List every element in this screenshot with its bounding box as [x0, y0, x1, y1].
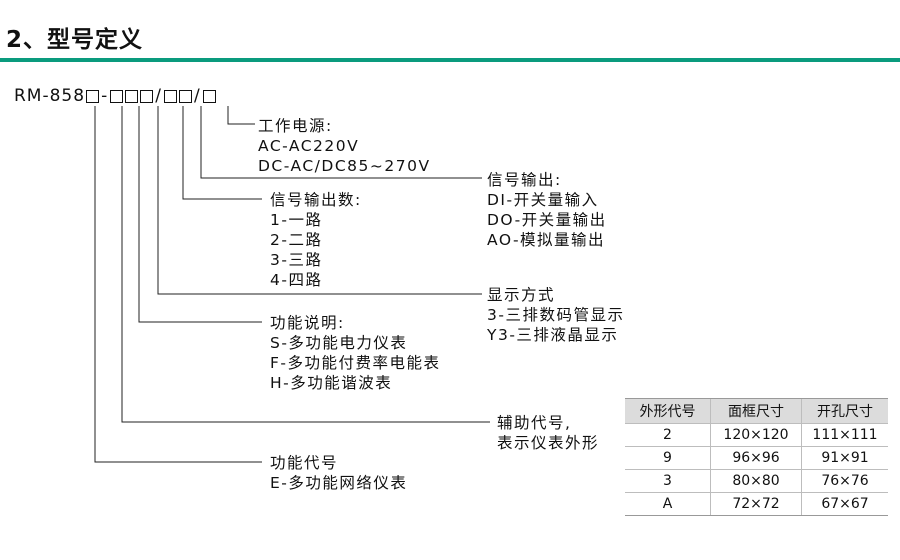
table-cell: 96×96: [710, 446, 802, 470]
signal-output-item-do: DO-开关量输出: [487, 211, 607, 229]
power-title: 工作电源:: [258, 117, 333, 135]
signal-output-item-di: DI-开关量输入: [487, 191, 599, 209]
signal-count-title: 信号输出数:: [270, 191, 362, 209]
leader-aux-code: [121, 106, 490, 423]
signal-count-item-2: 2-二路: [270, 231, 323, 249]
aux-code-title: 辅助代号,: [497, 414, 572, 432]
table-cell: 67×67: [801, 492, 888, 516]
display-title: 显示方式: [487, 286, 556, 304]
power-item-ac: AC-AC220V: [258, 137, 360, 155]
signal-count-item-1: 1-一路: [270, 211, 323, 229]
model-prefix: RM-858: [14, 86, 86, 106]
code-box-6: [178, 89, 192, 103]
table-header-frame-size: 面框尺寸: [710, 398, 802, 424]
function-desc-group: 功能说明: S-多功能电力仪表 F-多功能付费率电能表 H-多功能谐波表: [270, 313, 441, 393]
signal-output-item-ao: AO-模拟量输出: [487, 231, 606, 249]
signal-count-item-3: 3-三路: [270, 251, 323, 269]
signal-count-group: 信号输出数: 1-一路 2-二路 3-三路 4-四路: [270, 190, 362, 290]
code-slash-2: /: [193, 86, 201, 106]
table-cell: A: [625, 492, 711, 516]
power-item-dc: DC-AC/DC85~270V: [258, 157, 431, 175]
table-row: 3 80×80 76×76: [625, 469, 888, 493]
aux-code-desc: 表示仪表外形: [497, 434, 600, 452]
code-box-2: [110, 89, 124, 103]
power-group: 工作电源: AC-AC220V DC-AC/DC85~270V: [258, 116, 431, 176]
leader-signal-count: [182, 106, 262, 200]
table-header-row: 外形代号 面框尺寸 开孔尺寸: [625, 398, 888, 424]
function-desc-title: 功能说明:: [270, 314, 345, 332]
table-cell: 120×120: [710, 423, 802, 447]
signal-output-title: 信号输出:: [487, 171, 562, 189]
section-title: 2、型号定义: [6, 27, 144, 53]
table-header-cutout-size: 开孔尺寸: [801, 398, 888, 424]
leader-function-desc: [138, 106, 262, 323]
leader-power: [227, 106, 255, 125]
table-cell: 111×111: [801, 423, 888, 447]
function-code-title: 功能代号: [270, 454, 339, 472]
function-code-item-e: E-多功能网络仪表: [270, 474, 408, 492]
function-desc-item-f: F-多功能付费率电能表: [270, 354, 441, 372]
table-cell: 91×91: [801, 446, 888, 470]
aux-code-group: 辅助代号, 表示仪表外形: [497, 413, 599, 453]
code-box-1: [86, 89, 100, 103]
code-box-4: [140, 89, 154, 103]
function-code-group: 功能代号 E-多功能网络仪表: [270, 453, 407, 493]
table-row: A 72×72 67×67: [625, 492, 888, 516]
title-underline: [0, 58, 900, 62]
code-box-5: [163, 89, 177, 103]
table-row: 9 96×96 91×91: [625, 446, 888, 470]
display-item-lcd: Y3-三排液晶显示: [487, 326, 619, 344]
signal-output-group: 信号输出: DI-开关量输入 DO-开关量输出 AO-模拟量输出: [487, 170, 607, 250]
code-slash-1: /: [155, 86, 162, 106]
table-row: 2 120×120 111×111: [625, 423, 888, 447]
function-desc-item-h: H-多功能谐波表: [270, 374, 393, 392]
table-cell: 2: [625, 423, 711, 447]
signal-count-item-4: 4-四路: [270, 271, 323, 289]
function-desc-item-s: S-多功能电力仪表: [270, 334, 408, 352]
table-cell: 3: [625, 469, 711, 493]
table-cell: 76×76: [801, 469, 888, 493]
display-item-led: 3-三排数码管显示: [487, 306, 625, 324]
dimension-table: 外形代号 面框尺寸 开孔尺寸 2 120×120 111×111 9 96×96…: [625, 398, 888, 516]
code-dash: -: [101, 86, 109, 106]
table-cell: 80×80: [710, 469, 802, 493]
code-box-3: [125, 89, 139, 103]
code-box-7: [202, 89, 216, 103]
table-header-shape-code: 外形代号: [625, 398, 711, 424]
leader-function-code: [94, 106, 262, 463]
table-cell: 9: [625, 446, 711, 470]
model-code: RM-858 - / /: [14, 86, 217, 106]
leader-display: [157, 106, 482, 295]
display-group: 显示方式 3-三排数码管显示 Y3-三排液晶显示: [487, 285, 624, 345]
leader-signal-output: [200, 106, 482, 179]
table-cell: 72×72: [710, 492, 802, 516]
